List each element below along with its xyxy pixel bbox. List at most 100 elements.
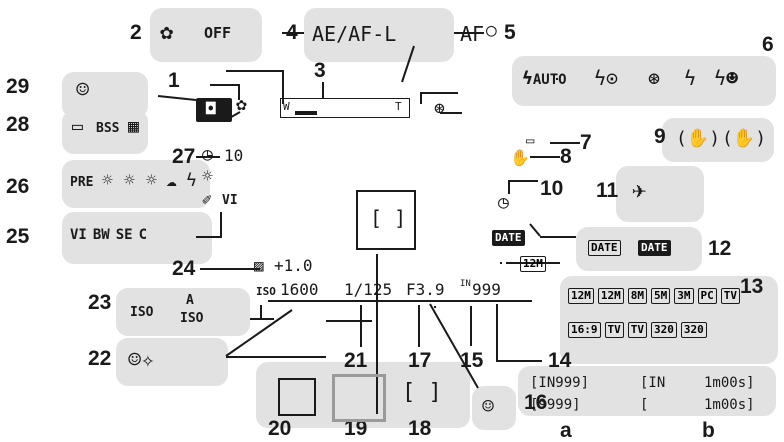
continuous-icon: ▭ [72, 116, 83, 137]
af-label: AF [460, 22, 485, 46]
motion-panel [616, 166, 704, 222]
exp-comp-value: +1.0 [274, 256, 313, 275]
vr-on-icon: (✋) [676, 128, 721, 149]
callout-26: 26 [6, 175, 30, 198]
macro-status-icon: ✿ [236, 94, 247, 115]
callout-14: 14 [548, 349, 572, 372]
continuous-panel [62, 110, 148, 154]
clock-icon: ◷ [498, 192, 509, 213]
iso-auto-a: A [186, 293, 194, 308]
smile-mode-icon: ☺✧ [128, 348, 155, 373]
iso-status-value: 1600 [280, 280, 319, 299]
self-timer-icon: ◷ [202, 144, 213, 165]
image-mode-row-1: 12M 12M 8M 5M 3M PC TV [568, 288, 740, 304]
wb-incandescent-icon: ☼ [124, 170, 135, 191]
bss-label: BSS [96, 121, 120, 136]
callout-11: 11 [596, 179, 619, 202]
callout-24: 24 [172, 257, 196, 280]
color-option: VI [70, 227, 87, 243]
vr-hybrid-icon: (✋) [722, 128, 767, 149]
image-mode-option: 12M [568, 288, 594, 304]
ae-af-lock-label: AE/AF-L [312, 22, 397, 46]
self-timer-value: 10 [224, 146, 244, 165]
color-options-row: VI BW SE C [70, 228, 147, 242]
image-mode-option: TV [627, 322, 647, 338]
iso-status-label: ISO [256, 285, 276, 298]
macro-off-label: OFF [204, 24, 232, 42]
callout-20: 20 [268, 417, 292, 440]
callout-27: 27 [172, 145, 196, 168]
image-mode-option: 320 [651, 322, 677, 338]
frames-b2: 1m00s] [704, 397, 755, 413]
image-mode-option: TV [720, 288, 740, 304]
vr-status-icon: ✋ [510, 148, 530, 167]
iso-auto-label: ISO [180, 311, 204, 326]
flash-panel [512, 56, 776, 106]
image-mode-option: PC [697, 288, 717, 304]
color-option: C [138, 227, 148, 243]
image-mode-option: 12M [597, 288, 624, 304]
flash-slow-icon: ϟ☻ [714, 66, 739, 90]
callout-8: 8 [560, 145, 572, 168]
flash-off-icon: ⊛ [648, 66, 661, 90]
wb-status-icon: ☼ [202, 166, 213, 187]
wb-cloudy-icon: ☁ [166, 170, 177, 191]
frames-b1-prefix: [IN [640, 375, 666, 391]
exp-comp-icon: ▨ [254, 256, 264, 275]
focus-area-box: [ ] [356, 190, 416, 250]
image-mode-row-2: 16:9 TV TV 320 320 [568, 322, 707, 338]
flash-fill-icon: ϟ [684, 66, 697, 90]
wb-flash-icon: ϟ [186, 170, 197, 191]
callout-15: 15 [460, 349, 484, 372]
callout-18: 18 [408, 417, 432, 440]
smile-timer-icon: ☺ [76, 78, 90, 103]
macro-panel [150, 8, 262, 62]
ae-af-lock-panel [304, 8, 454, 62]
face-panel [472, 386, 516, 430]
color-option: BW [92, 227, 110, 243]
callout-19: 19 [344, 417, 368, 440]
callout-12: 12 [708, 237, 732, 260]
image-mode-option: 3M [674, 288, 694, 304]
flash-auto-icon: ϟAUTO [522, 68, 567, 89]
wb-preset-label: PRE [70, 175, 94, 190]
callout-16: 16 [524, 391, 548, 414]
wb-fluorescent-icon: ☼ [146, 170, 157, 191]
vr-panel [662, 118, 774, 162]
image-mode-option: 320 [680, 322, 707, 338]
wb-panel [62, 160, 210, 208]
image-mode-option: 5M [651, 288, 671, 304]
flash-redeye-icon: ϟ⊙ [594, 66, 619, 90]
callout-5: 5 [504, 21, 516, 44]
frames-a2: [9999] [530, 397, 581, 413]
af-area-grey-frame [332, 374, 386, 422]
flash-status-icon: ⊛ [434, 98, 445, 119]
zoom-indicator: W T [280, 98, 410, 118]
callout-17: 17 [408, 349, 432, 372]
column-a-label: a [560, 419, 572, 442]
callout-29: 29 [6, 75, 30, 98]
af-dot-icon: ○ [486, 20, 497, 41]
smile-panel [116, 338, 228, 386]
exposures-remaining: 999 [472, 280, 501, 299]
callout-13: 13 [740, 275, 764, 298]
color-option: SE [115, 227, 133, 243]
callout-1: 1 [168, 69, 180, 92]
shutter-speed: 1/125 [344, 280, 393, 299]
callout-22: 22 [88, 347, 112, 370]
image-mode-option: TV [604, 322, 624, 338]
macro-icon: ✿ [160, 20, 174, 45]
callout-25: 25 [6, 225, 30, 248]
wb-daylight-icon: ☼ [102, 170, 113, 191]
callout-28: 28 [6, 113, 30, 136]
image-mode-option: 8M [627, 288, 647, 304]
iso-fixed-label: ISO [130, 305, 154, 320]
callout-6: 6 [762, 33, 774, 56]
multi-shot-icon: ▦ [128, 116, 139, 137]
battery-icon: ▭ [526, 133, 535, 149]
af-area-panel [256, 362, 470, 428]
callout-21: 21 [344, 349, 368, 372]
callout-3: 3 [314, 59, 326, 82]
iso-panel [116, 288, 250, 336]
memory-indicator: IN [460, 279, 471, 289]
